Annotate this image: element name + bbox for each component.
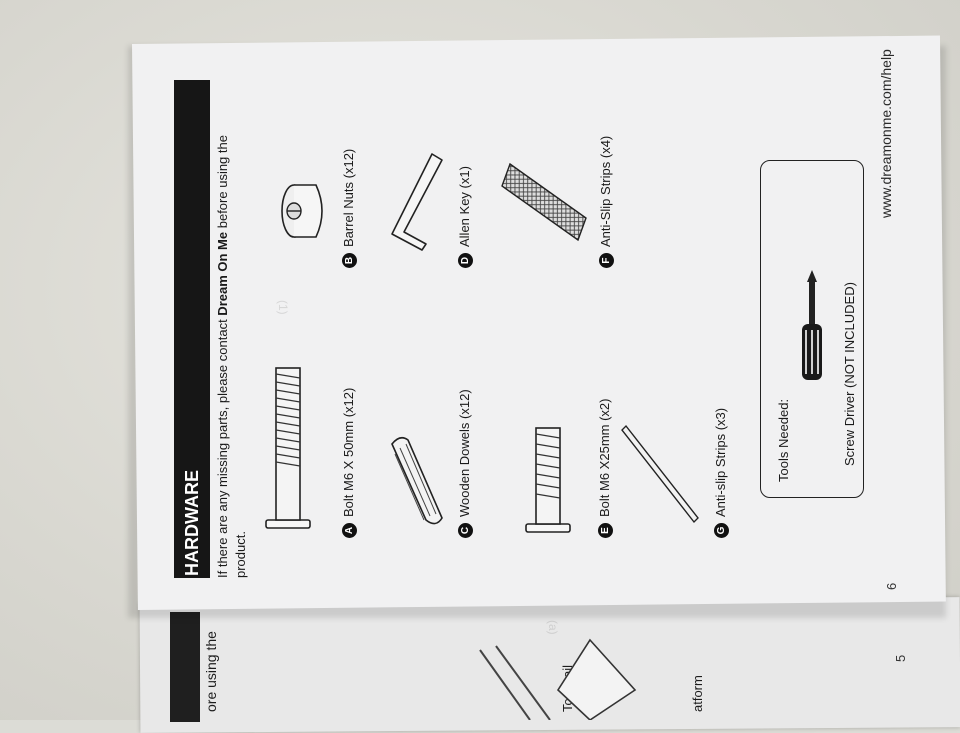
part-g-text: Anti-slip Strips (x3) <box>713 407 728 517</box>
part-e-label: E Bolt M6 X25mm (x2) <box>597 399 613 538</box>
part-a-badge: A <box>342 523 357 538</box>
part-b-text: Barrel Nuts (x12) <box>341 148 356 247</box>
previous-page-label-platform: atform <box>690 675 705 712</box>
footer-url: www.dreamonme.com/help <box>878 49 894 218</box>
page-number: 6 <box>884 582 899 590</box>
intro-line-2: product. <box>233 531 248 578</box>
dowel-icon <box>391 436 443 525</box>
part-a-label: A Bolt M6 X 50mm (x12) <box>341 388 357 538</box>
part-c-badge: C <box>458 523 473 538</box>
previous-page-diagram <box>479 638 637 720</box>
barrel-nut-icon <box>281 184 323 238</box>
screwdriver-icon <box>802 270 822 380</box>
part-b-label: B Barrel Nuts (x12) <box>341 149 357 268</box>
part-e-badge: E <box>598 523 613 538</box>
previous-page-title-bar <box>170 612 200 722</box>
part-a-text: Bolt M6 X 50mm (x12) <box>341 387 356 517</box>
part-e-text: Bolt M6 X25mm (x2) <box>597 398 612 517</box>
section-title: HARDWARE <box>182 470 202 576</box>
part-g-label: G Anti-slip Strips (x3) <box>713 408 729 538</box>
tools-item-text: Screw Driver (NOT INCLUDED) <box>842 282 857 466</box>
part-d-text: Allen Key (x1) <box>457 166 472 247</box>
part-d-label: D Allen Key (x1) <box>457 166 473 268</box>
previous-page-text: ore using the <box>203 631 219 712</box>
bolt-icon <box>265 367 311 529</box>
brand-name: Dream On Me <box>215 231 230 316</box>
part-b-badge: B <box>342 253 357 268</box>
part-f-text: Anti-Slip Strips (x4) <box>598 135 613 247</box>
allen-key-icon <box>391 153 443 251</box>
part-g-badge: G <box>714 523 729 538</box>
previous-page-number: 5 <box>893 654 908 662</box>
thin-strip-icon <box>621 424 699 524</box>
tools-item: Screw Driver (NOT INCLUDED) <box>842 282 857 466</box>
part-f-label: F Anti-Slip Strips (x4) <box>598 136 614 268</box>
part-c-label: C Wooden Dowels (x12) <box>457 389 473 538</box>
part-f-badge: F <box>599 253 614 268</box>
short-bolt-icon <box>525 427 571 533</box>
tools-heading: Tools Needed: <box>776 398 791 482</box>
intro-text-end: before using the <box>215 135 230 232</box>
part-c-text: Wooden Dowels (x12) <box>457 389 472 517</box>
anti-slip-strip-icon <box>501 162 587 242</box>
part-d-badge: D <box>458 253 473 268</box>
intro-text: If there are any missing parts, please c… <box>215 315 230 578</box>
section-title-bar: HARDWARE <box>174 80 210 578</box>
tools-needed-box <box>760 160 864 498</box>
intro-line-1: If there are any missing parts, please c… <box>215 135 230 578</box>
